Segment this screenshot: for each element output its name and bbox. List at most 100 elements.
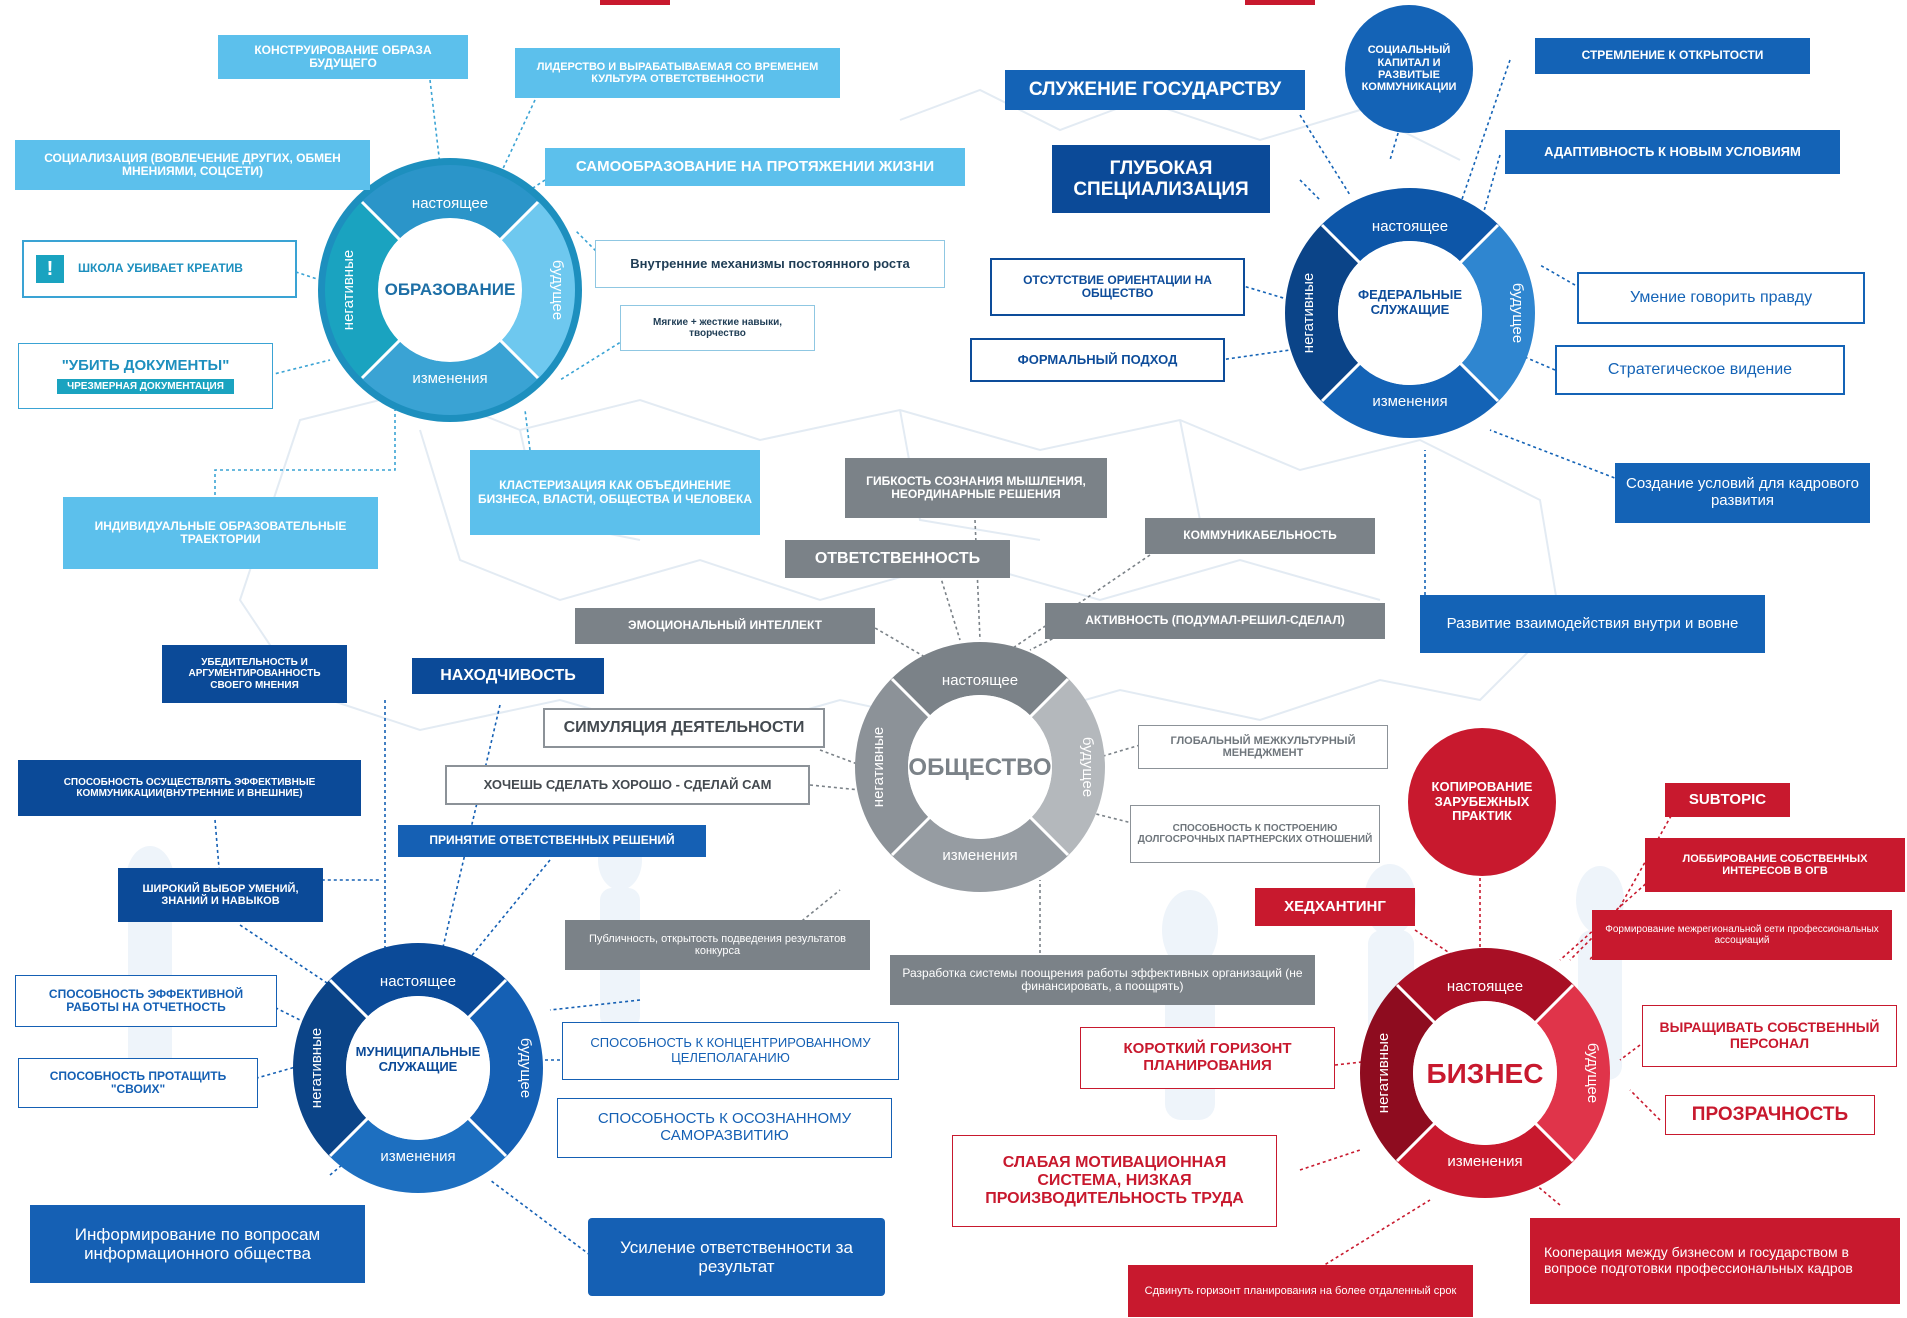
node-text: НАХОДЧИВОСТЬ: [440, 667, 576, 685]
society-right-label: будущее: [1079, 737, 1096, 797]
fed-node-formal-approach: ФОРМАЛЬНЫЙ ПОДХОД: [970, 338, 1225, 382]
node-text: ВЫРАЩИВАТЬ СОБСТВЕННЫЙ ПЕРСОНАЛ: [1659, 1019, 1880, 1051]
soc-node-publicity: Публичность, открытость подведения резул…: [565, 920, 870, 970]
business-right-label: будущее: [1584, 1043, 1601, 1103]
society-ring: [855, 642, 1105, 892]
node-text: SUBTOPIC: [1688, 790, 1767, 808]
node-text: КОПИРОВАНИЕ ЗАРУБЕЖНЫХ ПРАКТИК: [1431, 779, 1533, 824]
node-text: УБЕДИТЕЛЬНОСТЬ И АРГУМЕНТИРОВАННОСТЬ СВО…: [188, 657, 321, 691]
edu-node-leadership: ЛИДЕРСТВО И ВЫРАБАТЫВАЕМАЯ СО ВРЕМЕНЕМ К…: [515, 48, 840, 98]
node-text: ГИБКОСТЬ СОЗНАНИЯ МЫШЛЕНИЯ, НЕОРДИНАРНЫЕ…: [866, 473, 1086, 501]
top-edge-tab-right: [1245, 0, 1315, 5]
edu-node-self-education: САМООБРАЗОВАНИЕ НА ПРОТЯЖЕНИИ ЖИЗНИ: [545, 148, 965, 186]
federal-left-label: негативные: [1300, 273, 1317, 353]
node-text: Разработка системы поощрения работы эффе…: [902, 965, 1303, 993]
node-text: ЛИДЕРСТВО И ВЫРАБАТЫВАЕМАЯ СО ВРЕМЕНЕМ К…: [536, 60, 819, 85]
node-text: ГЛОБАЛЬНЫЙ МЕЖКУЛЬТУРНЫЙ МЕНЕДЖМЕНТ: [1170, 734, 1356, 759]
biz-node-associations-network: Формирование межрегиональной сети профес…: [1592, 910, 1892, 960]
node-text: СИМУЛЯЦИЯ ДЕЯТЕЛЬНОСТИ: [563, 719, 805, 737]
node-text: СПОСОБНОСТЬ ПРОТАЩИТЬ "СВОИХ": [49, 1068, 227, 1096]
node-text: КОММУНИКАБЕЛЬНОСТЬ: [1183, 528, 1337, 543]
federal-hub: настоящее будущее изменения негативные Ф…: [1285, 188, 1535, 438]
top-edge-tab-left: [600, 0, 670, 5]
node-text: Формирование межрегиональной сети профес…: [1605, 923, 1879, 946]
node-text: СПОСОБНОСТЬ К КОНЦЕНТРИРОВАННОМУ ЦЕЛЕПОЛ…: [590, 1035, 871, 1065]
soc-node-flexibility: ГИБКОСТЬ СОЗНАНИЯ МЫШЛЕНИЯ, НЕОРДИНАРНЫЕ…: [845, 458, 1107, 518]
fed-node-tell-truth: Умение говорить правду: [1577, 272, 1865, 324]
mun-node-wide-skills: ШИРОКИЙ ВЫБОР УМЕНИЙ, ЗНАНИЙ И НАВЫКОВ: [118, 868, 323, 922]
node-text: СЛУЖЕНИЕ ГОСУДАРСТВУ: [1028, 79, 1282, 101]
municipal-center: МУНИЦИПАЛЬНЫЕ СЛУЖАЩИЕ: [356, 1045, 481, 1074]
education-top-label: настоящее: [412, 195, 488, 212]
soc-node-emotional-intelligence: ЭМОЦИОНАЛЬНЫЙ ИНТЕЛЛЕКТ: [575, 608, 875, 644]
biz-node-short-horizon: КОРОТКИЙ ГОРИЗОНТ ПЛАНИРОВАНИЯ: [1080, 1027, 1335, 1089]
biz-node-lobbying: ЛОББИРОВАНИЕ СОБСТВЕННЫХ ИНТЕРЕСОВ В ОГВ: [1645, 838, 1905, 892]
node-text: СПОСОБНОСТЬ К ПОСТРОЕНИЮ ДОЛГОСРОЧНЫХ ПА…: [1137, 822, 1373, 845]
node-text: СТРЕМЛЕНИЕ К ОТКРЫТОСТИ: [1581, 48, 1764, 63]
federal-top-label: настоящее: [1372, 218, 1448, 235]
node-text: АДАПТИВНОСТЬ К НОВЫМ УСЛОВИЯМ: [1544, 143, 1801, 159]
municipal-bottom-label: изменения: [380, 1148, 455, 1165]
node-text: ПРИНЯТИЕ ОТВЕТСТВЕННЫХ РЕШЕНИЙ: [429, 833, 675, 848]
node-text: Создание условий для кадрового развития: [1626, 475, 1859, 509]
edu-node-socialization: СОЦИАЛИЗАЦИЯ (ВОВЛЕЧЕНИЕ ДРУГИХ, ОБМЕН М…: [15, 140, 370, 190]
federal-right-label: будущее: [1509, 283, 1526, 343]
node-text: ШКОЛА УБИВАЕТ КРЕАТИВ: [78, 261, 243, 276]
business-bottom-label: изменения: [1447, 1153, 1522, 1170]
mun-node-persuasiveness: УБЕДИТЕЛЬНОСТЬ И АРГУМЕНТИРОВАННОСТЬ СВО…: [162, 645, 347, 703]
soc-node-do-it-yourself: ХОЧЕШЬ СДЕЛАТЬ ХОРОШО - СДЕЛАЙ САМ: [445, 765, 810, 805]
node-text: СПОСОБНОСТЬ ЭФФЕКТИВНОЙ РАБОТЫ НА ОТЧЕТН…: [48, 986, 244, 1014]
node-text: СПОСОБНОСТЬ ОСУЩЕСТВЛЯТЬ ЭФФЕКТИВНЫЕ КОМ…: [63, 776, 316, 799]
node-text: Сдвинуть горизонт планирования на более …: [1144, 1284, 1457, 1297]
mun-node-goal-setting: СПОСОБНОСТЬ К КОНЦЕНТРИРОВАННОМУ ЦЕЛЕПОЛ…: [562, 1022, 899, 1080]
node-text: ХЕДХАНТИНГ: [1284, 897, 1386, 915]
fed-node-openness: СТРЕМЛЕНИЕ К ОТКРЫТОСТИ: [1535, 38, 1810, 74]
fed-node-social-capital: СОЦИАЛЬНЫЙ КАПИТАЛ И РАЗВИТЫЕ КОММУНИКАЦ…: [1345, 5, 1473, 133]
fed-node-conditions-development: Создание условий для кадрового развития: [1615, 463, 1870, 523]
municipal-top-label: настоящее: [380, 973, 456, 990]
business-ring: [1360, 948, 1610, 1198]
federal-ring: [1285, 188, 1535, 438]
node-text: Внутренние механизмы постоянного роста: [630, 255, 910, 271]
node-text: КОНСТРУИРОВАНИЕ ОБРАЗА БУДУЩЕГО: [254, 42, 432, 70]
node-text: ХОЧЕШЬ СДЕЛАТЬ ХОРОШО - СДЕЛАЙ САМ: [483, 776, 772, 792]
node-text: Мягкие + жесткие навыки, творчество: [653, 316, 782, 339]
municipal-ring: [293, 943, 543, 1193]
node-text: АКТИВНОСТЬ (ПОДУМАЛ-РЕШИЛ-СДЕЛАЛ): [1085, 613, 1345, 628]
node-text: ШИРОКИЙ ВЫБОР УМЕНИЙ, ЗНАНИЙ И НАВЫКОВ: [142, 882, 299, 907]
node-text: САМООБРАЗОВАНИЕ НА ПРОТЯЖЕНИИ ЖИЗНИ: [575, 157, 935, 175]
municipal-right-label: будущее: [517, 1038, 534, 1098]
fed-node-deep-specialization: ГЛУБОКАЯ СПЕЦИАЛИЗАЦИЯ: [1052, 145, 1270, 213]
node-text: ПРОЗРАЧНОСТЬ: [1691, 1104, 1849, 1126]
biz-node-grow-personnel: ВЫРАЩИВАТЬ СОБСТВЕННЫЙ ПЕРСОНАЛ: [1642, 1005, 1897, 1067]
mun-node-informing: Информирование по вопросам информационно…: [30, 1205, 365, 1283]
soc-node-partnerships: СПОСОБНОСТЬ К ПОСТРОЕНИЮ ДОЛГОСРОЧНЫХ ПА…: [1130, 805, 1380, 863]
business-left-label: негативные: [1375, 1033, 1392, 1113]
society-left-label: негативные: [870, 727, 887, 807]
node-text: ЭМОЦИОНАЛЬНЫЙ ИНТЕЛЛЕКТ: [628, 618, 822, 633]
soc-node-responsibility: ОТВЕТСТВЕННОСТЬ: [785, 540, 1010, 578]
business-top-label: настоящее: [1447, 978, 1523, 995]
biz-node-transparency: ПРОЗРАЧНОСТЬ: [1665, 1095, 1875, 1135]
node-text: Кооперация между бизнесом и государством…: [1544, 1244, 1853, 1276]
fed-node-no-society-orientation: ОТСУТСТВИЕ ОРИЕНТАЦИИ НА ОБЩЕСТВО: [990, 258, 1245, 316]
society-center-label: ОБЩЕСТВО: [908, 754, 1051, 781]
mun-node-drag-own: СПОСОБНОСТЬ ПРОТАЩИТЬ "СВОИХ": [18, 1058, 258, 1108]
edu-node-school-kills-creativity: ! ШКОЛА УБИВАЕТ КРЕАТИВ: [22, 240, 297, 298]
society-hub: настоящее будущее изменения негативные О…: [855, 642, 1105, 892]
society-bottom-label: изменения: [942, 847, 1017, 864]
node-text: ИНДИВИДУАЛЬНЫЕ ОБРАЗОВАТЕЛЬНЫЕ ТРАЕКТОРИ…: [94, 518, 347, 546]
edu-node-soft-hard-skills: Мягкие + жесткие навыки, творчество: [620, 305, 815, 351]
federal-center: ФЕДЕРАЛЬНЫЕ СЛУЖАЩИЕ: [1358, 288, 1462, 317]
node-text: ЛОББИРОВАНИЕ СОБСТВЕННЫХ ИНТЕРЕСОВ В ОГВ: [1682, 852, 1868, 877]
node-text: Публичность, открытость подведения резул…: [588, 932, 847, 957]
mun-node-responsible-decisions: ПРИНЯТИЕ ОТВЕТСТВЕННЫХ РЕШЕНИЙ: [398, 825, 706, 857]
soc-node-global-management: ГЛОБАЛЬНЫЙ МЕЖКУЛЬТУРНЫЙ МЕНЕДЖМЕНТ: [1138, 725, 1388, 769]
node-text: Развитие взаимодействия внутри и вовне: [1446, 614, 1739, 632]
soc-node-activity: АКТИВНОСТЬ (ПОДУМАЛ-РЕШИЛ-СДЕЛАЛ): [1045, 603, 1385, 639]
federal-bottom-label: изменения: [1372, 393, 1447, 410]
education-bottom-label: изменения: [412, 370, 487, 387]
education-right-label: будущее: [549, 260, 566, 320]
business-hub: настоящее будущее изменения негативные Б…: [1360, 948, 1610, 1198]
